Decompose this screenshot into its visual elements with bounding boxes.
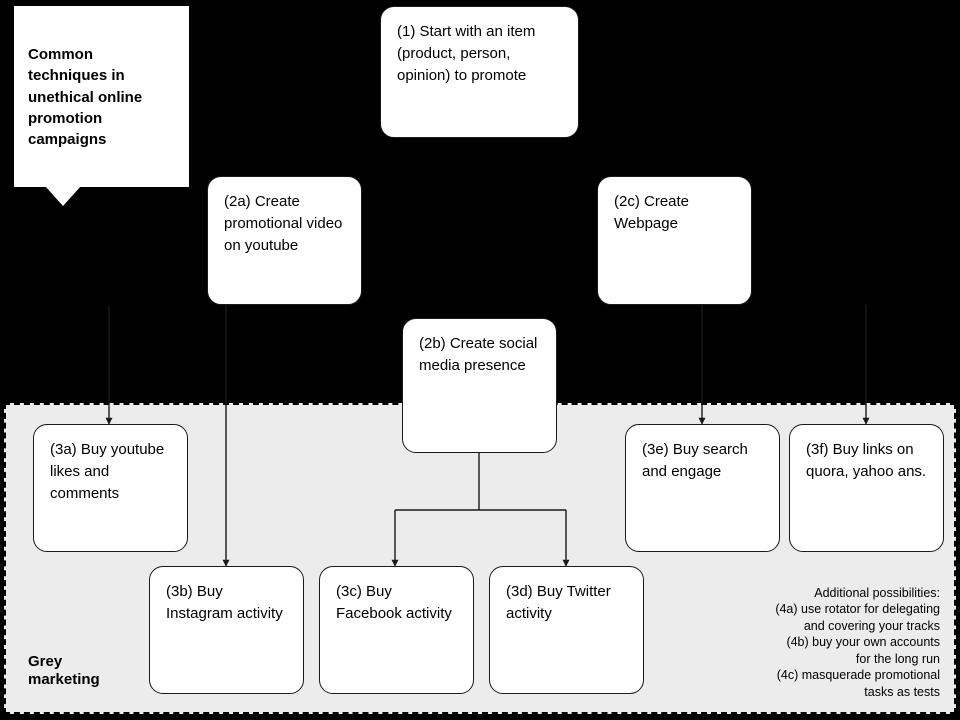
node-3f[interactable]: (3f) Buy links on quora, yahoo ans. bbox=[789, 424, 944, 552]
title-callout-tail bbox=[45, 186, 81, 206]
node-2b[interactable]: (2b) Create social media presence bbox=[402, 318, 557, 453]
grey-marketing-label: Grey marketing bbox=[28, 652, 100, 689]
additional-possibilities-line-3: (4b) buy your own accounts bbox=[786, 635, 940, 649]
node-3f-label: (3f) Buy links on quora, yahoo ans. bbox=[806, 441, 927, 480]
node-2b-label: (2b) Create social media presence bbox=[419, 335, 538, 374]
node-1[interactable]: (1) Start with an item (product, person,… bbox=[380, 6, 579, 138]
additional-possibilities-line-2: and covering your tracks bbox=[803, 618, 940, 633]
additional-possibilities-line-6: tasks as tests bbox=[864, 684, 940, 699]
additional-possibilities-heading: Additional possibilities: bbox=[814, 585, 940, 600]
node-3a[interactable]: (3a) Buy youtube likes and comments bbox=[33, 424, 188, 552]
node-3b[interactable]: (3b) Buy Instagram activity bbox=[149, 566, 304, 694]
node-2a-label: (2a) Create promotional video on youtube bbox=[224, 193, 343, 254]
node-2c-label: (2c) Create Webpage bbox=[614, 193, 690, 232]
node-2a[interactable]: (2a) Create promotional video on youtube bbox=[207, 176, 362, 305]
node-3e[interactable]: (3e) Buy search and engage bbox=[625, 424, 780, 552]
additional-possibilities-line-1: (4a) use rotator for delegating bbox=[775, 602, 940, 616]
node-1-label: (1) Start with an item (product, person,… bbox=[397, 23, 536, 84]
node-3a-label: (3a) Buy youtube likes and comments bbox=[50, 441, 165, 502]
node-3d[interactable]: (3d) Buy Twitter activity bbox=[489, 566, 644, 694]
node-3e-label: (3e) Buy search and engage bbox=[642, 441, 748, 480]
node-3d-label: (3d) Buy Twitter activity bbox=[506, 583, 611, 622]
title-callout: Common techniques in unethical online pr… bbox=[14, 6, 189, 187]
additional-possibilities-note: Additional possibilities: (4a) use rotat… bbox=[690, 585, 940, 701]
node-3c-label: (3c) Buy Facebook activity bbox=[336, 583, 452, 622]
node-2c[interactable]: (2c) Create Webpage bbox=[597, 176, 752, 305]
additional-possibilities-line-4: for the long run bbox=[855, 651, 940, 666]
node-3c[interactable]: (3c) Buy Facebook activity bbox=[319, 566, 474, 694]
title-callout-text: Common techniques in unethical online pr… bbox=[28, 46, 143, 149]
node-3b-label: (3b) Buy Instagram activity bbox=[166, 583, 283, 622]
additional-possibilities-line-5: (4c) masquerade promotional bbox=[776, 668, 940, 682]
